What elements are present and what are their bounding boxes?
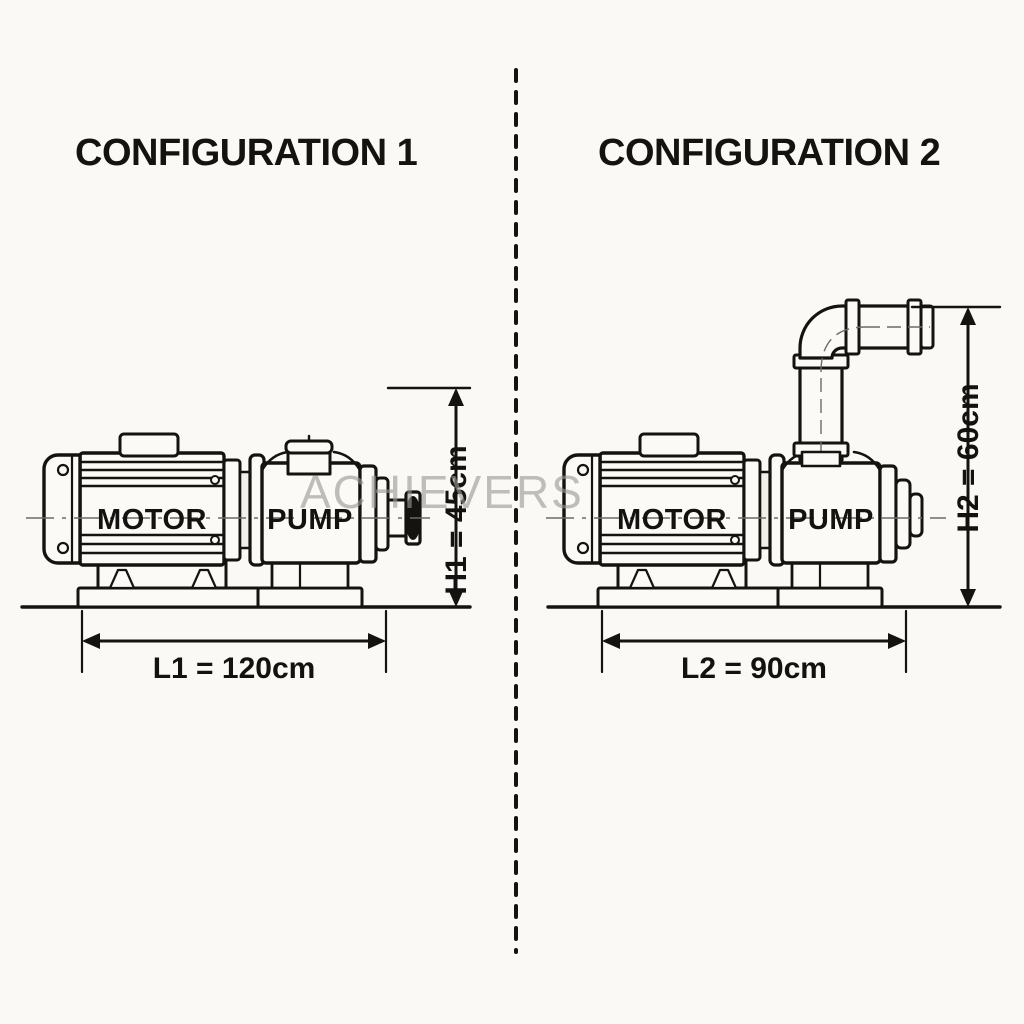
pump-base-plate-2 [776,586,884,609]
h1-arrow-bottom [448,589,464,607]
dimension-h2: H2 = 60cm [910,305,1002,607]
motor-unit-2 [562,432,782,609]
pump-casing-cover-2 [878,464,898,564]
pump-discharge-neck [800,450,842,468]
pump-label-2: PUMP [788,504,874,536]
dimension-l2: L2 = 90cm [600,609,908,685]
pump-casing-ring-2 [894,478,912,550]
outlet-end-flange [919,304,935,350]
panel-title-configuration-2: CONFIGURATION 2 [598,132,940,174]
h1-label: H1 = 45cm [440,445,473,594]
motor-unit-1 [42,432,262,609]
l1-arrow-right [368,633,386,649]
motor-base-plate [76,586,262,609]
pump-priming-cap [284,439,334,455]
watermark-text: ACHIEVERS [300,466,584,518]
motor-bolt-top-2 [576,463,590,477]
motor-label-2: MOTOR [617,504,727,536]
h2-label: H2 = 60cm [952,383,985,532]
motor-foot-gusset-right [190,568,218,590]
l1-arrow-left [82,633,100,649]
motor-drive-end-bell [222,458,242,562]
l2-arrow-right [888,633,906,649]
h2-arrow-top [960,307,976,325]
motor-bolt-bottom [56,541,70,555]
panel-title-configuration-1: CONFIGURATION 1 [75,132,418,174]
motor-foot-gusset-left-2 [628,568,656,590]
discharge-elbow-riser [792,298,935,462]
motor-foot-gusset-left [108,568,136,590]
motor-bolt-bottom-2 [576,541,590,555]
assembly-configuration-1: H1 = 45cm L1 = 120cm MOTOR PUMP [20,386,473,685]
motor-terminal-box-2 [638,432,700,458]
elbow-90 [798,304,854,360]
h2-arrow-bottom [960,589,976,607]
assembly-configuration-2: H2 = 60cm L2 = 90cm MOTOR PUMP [546,298,1002,685]
h1-arrow-top [448,388,464,406]
dimension-l1: L1 = 120cm [80,609,388,685]
motor-label-1: MOTOR [97,504,207,536]
dimension-h1: H1 = 45cm [386,386,473,607]
pump-label-1: PUMP [267,504,353,536]
pump-shaft-end-cap-2 [908,492,924,538]
pump-unit-1 [256,434,422,609]
elbow-centerline [820,326,867,373]
motor-foot-gusset-right-2 [710,568,738,590]
l1-label: L1 = 120cm [153,652,316,685]
motor-drive-end-bell-2 [742,458,762,562]
motor-terminal-box [118,432,180,458]
pump-base-plate [256,586,364,609]
motor-base-plate-2 [596,586,782,609]
pump-unit-2 [776,450,924,609]
motor-bolt-top [56,463,70,477]
l2-arrow-left [602,633,620,649]
l2-label: L2 = 90cm [681,652,827,685]
